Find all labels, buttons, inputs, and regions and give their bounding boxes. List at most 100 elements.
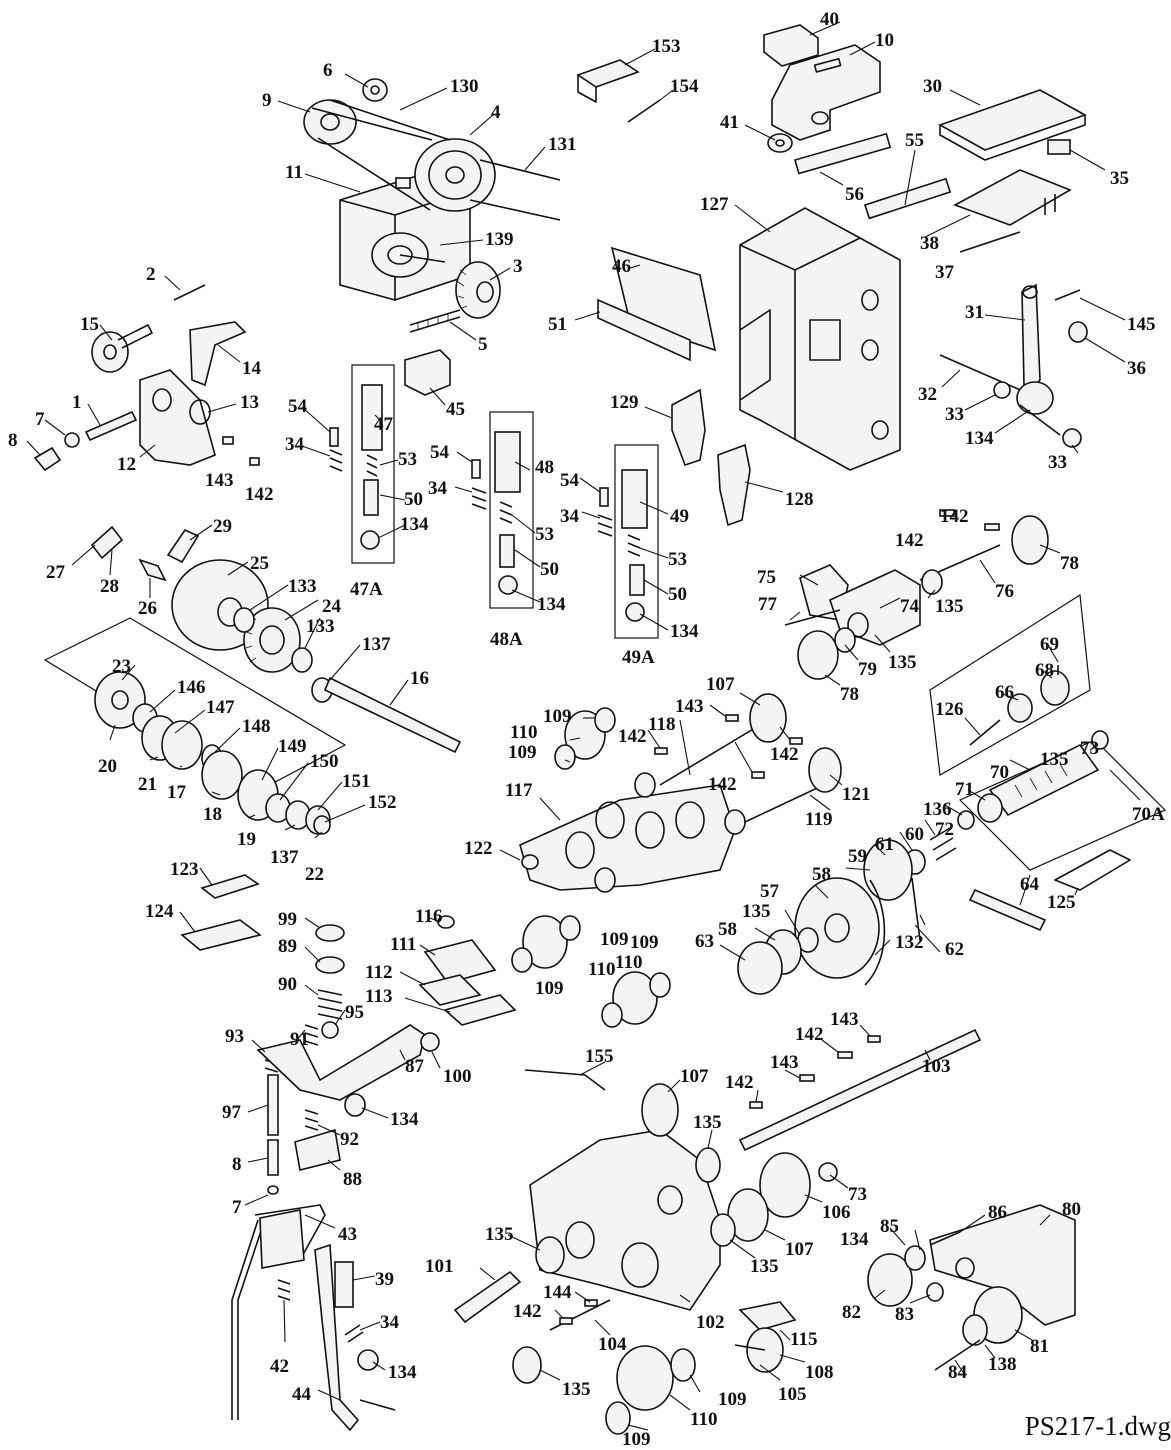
label-69: 69 [1040, 634, 1059, 655]
pin-105 [734, 1344, 766, 1351]
label-11: 11 [285, 162, 303, 183]
label-47: 47 [374, 414, 394, 435]
bearing-134-a [360, 530, 380, 550]
label-108: 108 [805, 1362, 834, 1383]
label-101: 101 [425, 1256, 454, 1277]
bearing-134-d [357, 1349, 379, 1371]
bearing-134-lever [344, 1093, 366, 1117]
pin-54-b [471, 459, 481, 479]
gear-3 [455, 261, 501, 319]
cam-17 [161, 720, 203, 770]
label-109-a: 109 [543, 706, 572, 727]
block-45 [404, 349, 451, 396]
label-92: 92 [340, 1129, 359, 1150]
label-139: 139 [485, 229, 514, 250]
label-53-a: 53 [398, 449, 417, 470]
bearing-138 [962, 1314, 988, 1346]
label-48: 48 [535, 457, 554, 478]
label-47A: 47A [350, 579, 383, 600]
label-142-bottom: 142 [513, 1301, 542, 1322]
plate-123 [200, 874, 260, 899]
bar-64 [968, 888, 1047, 932]
label-80: 80 [1062, 1199, 1081, 1220]
label-95: 95 [345, 1002, 364, 1023]
label-79: 79 [858, 659, 877, 680]
label-99: 99 [278, 909, 297, 930]
shaft-32 [939, 354, 1026, 393]
label-93: 93 [225, 1026, 244, 1047]
bearing-135-frame [695, 1147, 721, 1183]
gear-78-top [1011, 515, 1049, 565]
label-111: 111 [390, 934, 416, 955]
arm-43 [231, 1204, 326, 1420]
label-110-b: 110 [588, 959, 615, 980]
label-29: 29 [213, 516, 232, 537]
block-10 [771, 44, 881, 141]
label-136: 136 [923, 799, 952, 820]
label-117: 117 [505, 780, 533, 801]
label-50-c: 50 [668, 584, 687, 605]
label-107-b: 107 [680, 1066, 709, 1087]
label-142-right-a: 142 [940, 506, 969, 527]
key-142-mid-a [654, 747, 668, 755]
label-41: 41 [720, 112, 739, 133]
plate-124 [180, 919, 262, 951]
key-143-low-a [799, 1074, 815, 1082]
label-38: 38 [920, 233, 939, 254]
shaft-103 [738, 1028, 982, 1152]
gear-78-bottom [797, 630, 839, 680]
ring-109-f [601, 1002, 623, 1028]
label-147: 147 [206, 697, 235, 718]
label-110-bottom: 110 [690, 1409, 717, 1430]
label-109-c: 109 [600, 929, 629, 950]
label-12: 12 [117, 454, 136, 475]
ring-7-top [64, 432, 80, 448]
bearing-134-c [625, 602, 645, 622]
label-109-d: 109 [535, 978, 564, 999]
arm-44 [314, 1243, 360, 1432]
spring-90 [317, 989, 343, 1020]
bracket-80 [929, 1204, 1076, 1326]
pin-85 [955, 1257, 975, 1279]
label-36: 36 [1127, 358, 1146, 379]
chain-5 [409, 309, 461, 333]
label-118: 118 [648, 714, 675, 735]
nut-33-b [1062, 428, 1082, 448]
washer-73-top [1091, 730, 1109, 750]
key-142-left [249, 457, 260, 466]
bar-56 [794, 132, 892, 175]
label-13: 13 [240, 392, 259, 413]
label-8-top: 8 [8, 430, 18, 451]
bearing-134-right [904, 1245, 926, 1271]
label-137-bottom: 137 [270, 847, 299, 868]
label-3: 3 [513, 256, 523, 277]
label-49: 49 [670, 506, 689, 527]
gear-24 [243, 607, 301, 673]
label-26: 26 [138, 598, 157, 619]
label-135-disc: 135 [742, 901, 771, 922]
label-50-a: 50 [404, 489, 423, 510]
spring-2 [173, 284, 206, 301]
label-119: 119 [805, 809, 832, 830]
ring-109-a [594, 707, 616, 733]
spring-92 [304, 1109, 319, 1131]
label-152: 152 [368, 792, 397, 813]
label-137-top: 137 [362, 634, 391, 655]
label-62: 62 [945, 939, 964, 960]
label-153: 153 [652, 36, 681, 57]
bearing-135-arm [921, 569, 943, 595]
label-106: 106 [822, 1202, 851, 1223]
key-142-right-b [984, 523, 1000, 531]
bearing-133-b [291, 647, 313, 673]
label-40: 40 [820, 9, 839, 30]
key-142-low-a [837, 1051, 853, 1059]
key-142-bottom [559, 1317, 573, 1325]
label-17: 17 [167, 782, 187, 803]
label-5: 5 [478, 334, 488, 355]
screw-8-top [33, 446, 62, 472]
label-51: 51 [548, 314, 567, 335]
label-135-left: 135 [485, 1224, 514, 1245]
label-10: 10 [875, 30, 894, 51]
frame-47A [351, 364, 395, 564]
plunger-50-c [629, 564, 645, 596]
